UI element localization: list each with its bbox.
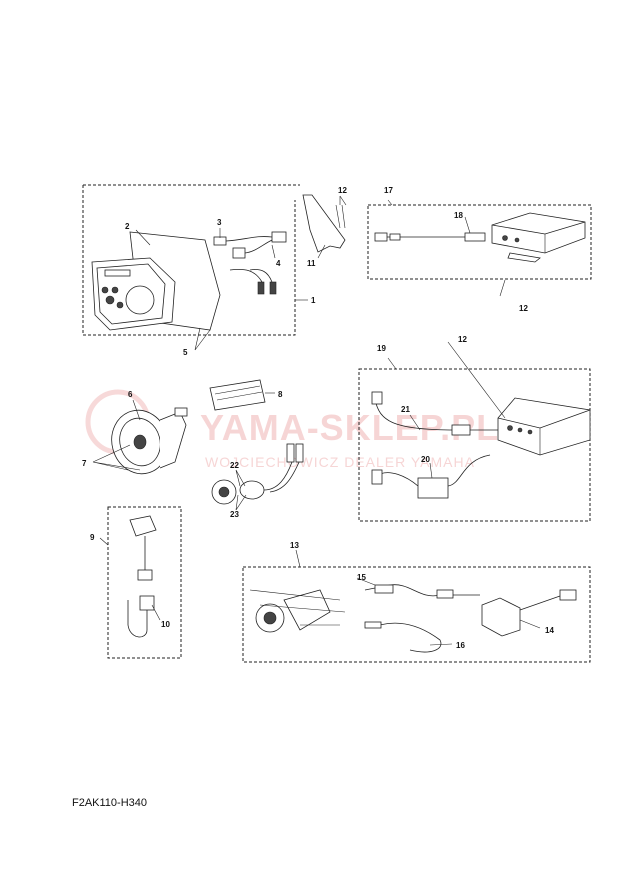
connector-harness	[213, 231, 287, 295]
speaker-cover	[209, 379, 266, 411]
callout-3: 3	[217, 218, 222, 227]
callout-17: 17	[384, 186, 393, 195]
stereo-head-unit	[91, 231, 221, 331]
watermark: YAMA-SKLEP.PL WOJCIECHOWICZ DEALER YAMAH…	[85, 389, 499, 470]
callout-2: 2	[125, 222, 130, 231]
bracket	[302, 194, 346, 253]
callout-15: 15	[357, 573, 366, 582]
speaker	[111, 407, 188, 475]
callout-19: 19	[377, 344, 386, 353]
callout-23: 23	[230, 510, 239, 519]
group-19-frame	[358, 368, 591, 522]
callout-8: 8	[278, 390, 283, 399]
group-13-frame	[242, 566, 591, 663]
callout-9: 9	[90, 533, 95, 542]
callout-5: 5	[183, 348, 188, 357]
callouts: 2 3 4 1 5 11 12 17 18 12 12 19 21 20 6 7…	[82, 186, 554, 650]
antenna	[127, 515, 157, 638]
callout-16: 16	[456, 641, 465, 650]
amplifier-lower	[371, 391, 591, 499]
amplifier-top	[374, 212, 586, 297]
callout-20: 20	[421, 455, 430, 464]
diagram-code: F2AK110-H340	[72, 797, 148, 809]
callout-14: 14	[545, 626, 554, 635]
callout-7: 7	[82, 459, 87, 468]
callout-6: 6	[128, 390, 133, 399]
callout-21: 21	[401, 405, 410, 414]
callout-4: 4	[276, 259, 281, 268]
callout-13: 13	[290, 541, 299, 550]
callout-11: 11	[307, 259, 316, 268]
callout-1: 1	[311, 296, 316, 305]
leader-lines	[92, 195, 541, 646]
group-17-frame	[367, 204, 592, 280]
remote-assembly	[249, 584, 577, 653]
watermark-sub-text: WOJCIECHOWICZ DEALER YAMAHA	[205, 454, 475, 470]
group-1-frame	[82, 184, 300, 336]
tweeter-assembly	[211, 443, 304, 505]
callout-12-b: 12	[519, 304, 528, 313]
group-9-frame	[107, 506, 182, 659]
watermark-main-text: YAMA-SKLEP.PL	[200, 407, 499, 448]
callout-12-a: 12	[338, 186, 347, 195]
callout-10: 10	[161, 620, 170, 629]
callout-18: 18	[454, 211, 463, 220]
callout-22: 22	[230, 461, 239, 470]
callout-12-c: 12	[458, 335, 467, 344]
